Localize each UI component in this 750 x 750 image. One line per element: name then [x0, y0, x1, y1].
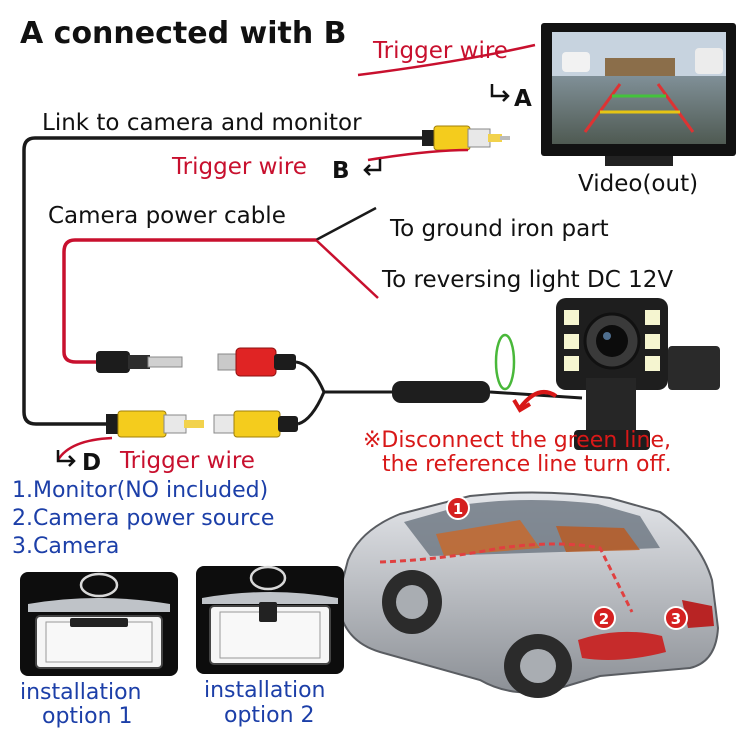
- installation-option-1-line2: option 1: [42, 704, 133, 729]
- callout-3: 3: [664, 606, 688, 630]
- trigger-wire-a-label: Trigger wire: [372, 38, 508, 64]
- to-reversing-light-label: To reversing light DC 12V: [381, 267, 673, 293]
- callout-2: 2: [592, 606, 616, 630]
- svg-text:2: 2: [599, 610, 609, 628]
- link-camera-monitor-label: Link to camera and monitor: [42, 110, 362, 136]
- car-logo-icon: [249, 565, 287, 591]
- letter-a: A: [514, 86, 532, 112]
- mounted-camera-icon: [259, 602, 277, 622]
- arrow-a-icon: [490, 84, 510, 102]
- diagram-title: A connected with B: [20, 16, 347, 51]
- camera-power-cable-label: Camera power cable: [48, 203, 286, 229]
- rca-connector-top: [422, 125, 510, 151]
- mounted-camera-bar-icon: [70, 618, 128, 627]
- wiring-route: [379, 542, 634, 613]
- rca-connector-yellow-left: [106, 410, 204, 438]
- letter-b: B: [332, 158, 350, 184]
- letter-d: D: [82, 450, 101, 476]
- svg-text:3: 3: [671, 610, 681, 628]
- car-logo-icon: [79, 572, 119, 598]
- cable-junction-box: [392, 381, 490, 403]
- installation-option-2-line1: installation: [204, 678, 325, 703]
- green-reference-loop: [494, 333, 516, 391]
- component-item-power: 2.Camera power source: [12, 506, 274, 531]
- disconnect-note-line2: the reference line turn off.: [382, 452, 672, 477]
- monitor: [541, 23, 736, 166]
- car-illustration: [336, 491, 720, 698]
- installation-photo-2: [196, 565, 344, 674]
- rca-connector-red: [217, 347, 296, 377]
- trigger-wire-b-label: Trigger wire: [171, 154, 307, 180]
- rca-connector-yellow-right: [213, 410, 298, 438]
- callout-1: 1: [446, 496, 470, 520]
- dc-power-plug: [96, 351, 183, 373]
- installation-option-2-line2: option 2: [224, 703, 315, 728]
- reversing-camera: [556, 298, 720, 450]
- camera-cable-split: [295, 360, 392, 426]
- arrow-d-icon: [56, 450, 76, 467]
- installation-photo-1: [20, 572, 178, 676]
- arrow-b-icon: [363, 159, 382, 176]
- video-out-label: Video(out): [578, 171, 698, 197]
- power-cable: [62, 238, 316, 364]
- trigger-wire-d-label: Trigger wire: [119, 448, 255, 474]
- red-arrow-icon: [518, 390, 558, 410]
- svg-text:1: 1: [453, 500, 463, 518]
- installation-option-1-line1: installation: [20, 680, 141, 705]
- disconnect-note-line1: ※Disconnect the green line,: [363, 428, 671, 453]
- video-cable: [22, 136, 422, 426]
- component-item-camera: 3.Camera: [12, 534, 119, 559]
- component-item-monitor: 1.Monitor(NO included): [12, 478, 268, 503]
- to-ground-label: To ground iron part: [389, 216, 609, 242]
